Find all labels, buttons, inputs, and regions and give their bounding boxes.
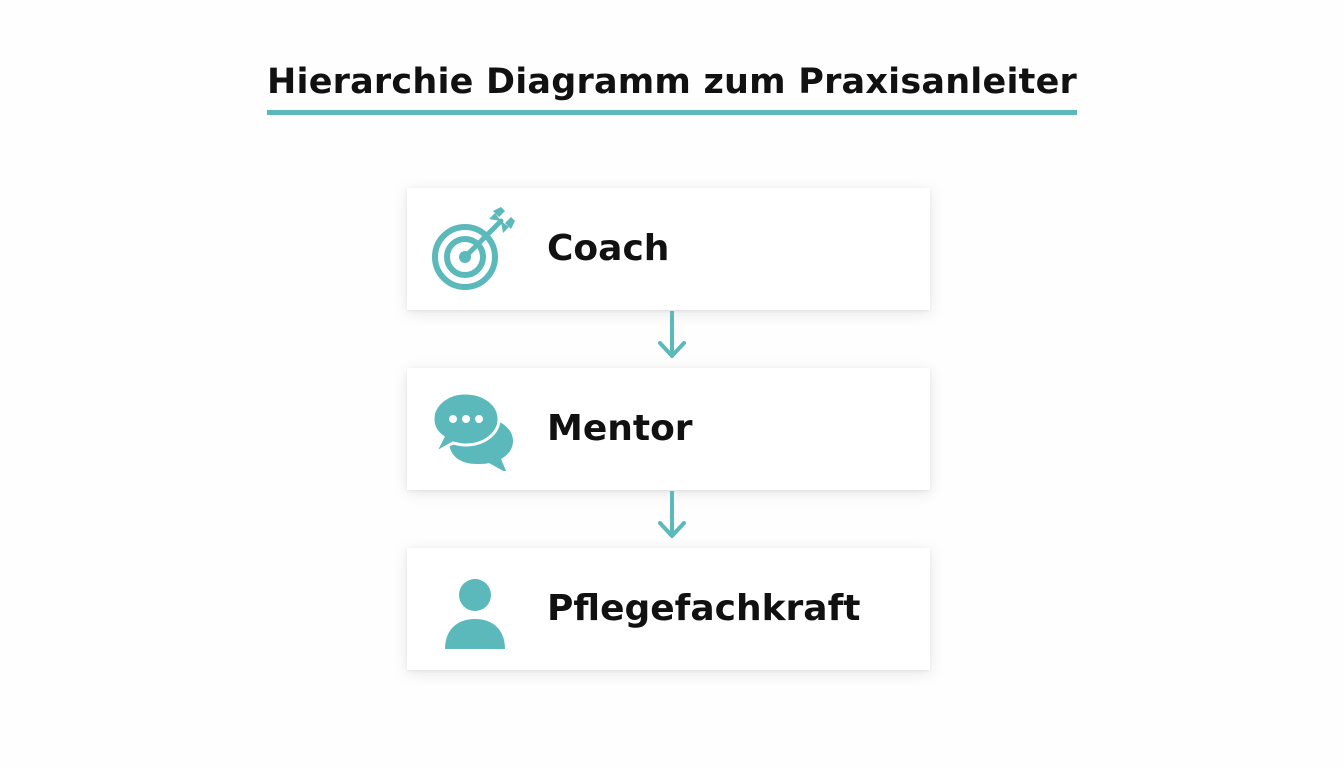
down-arrow-icon bbox=[655, 491, 689, 541]
chat-bubbles-icon bbox=[431, 387, 515, 471]
level-card-coach: Coach bbox=[407, 188, 930, 310]
down-arrow-icon bbox=[655, 311, 689, 361]
title-wrapper: Hierarchie Diagramm zum Praxisanleiter bbox=[0, 60, 1344, 115]
target-icon bbox=[431, 207, 515, 291]
level-label: Mentor bbox=[547, 408, 693, 449]
level-label: Coach bbox=[547, 228, 670, 269]
level-card-pflegefachkraft: Pflegefachkraft bbox=[407, 548, 930, 670]
level-label: Pflegefachkraft bbox=[547, 588, 861, 629]
level-card-mentor: Mentor bbox=[407, 368, 930, 490]
diagram-title: Hierarchie Diagramm zum Praxisanleiter bbox=[267, 60, 1077, 115]
person-icon bbox=[431, 567, 515, 651]
